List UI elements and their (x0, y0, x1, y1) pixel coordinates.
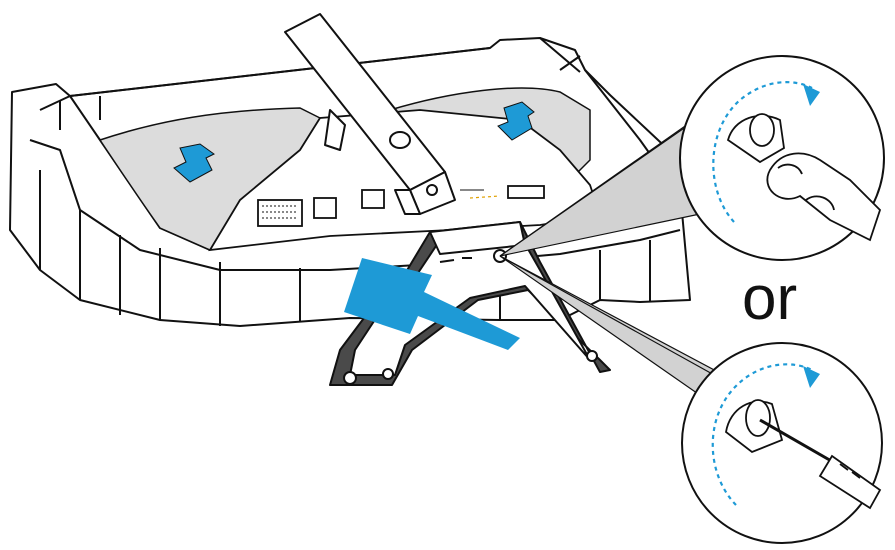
thumbscrew-hand-icon (726, 113, 882, 242)
rotate-clockwise-icon (712, 81, 820, 223)
rotate-clockwise-icon (711, 363, 820, 506)
lift-arrow-icon (173, 101, 535, 183)
stand-base-icon (329, 221, 611, 386)
stand-arm-icon (284, 13, 456, 215)
screwdriver-icon (725, 399, 882, 510)
screwdriver-detail-circle (681, 342, 883, 544)
insert-arrow-icon (344, 258, 520, 350)
or-separator-label: or (742, 264, 798, 333)
thumbscrew-detail-circle (679, 55, 885, 261)
